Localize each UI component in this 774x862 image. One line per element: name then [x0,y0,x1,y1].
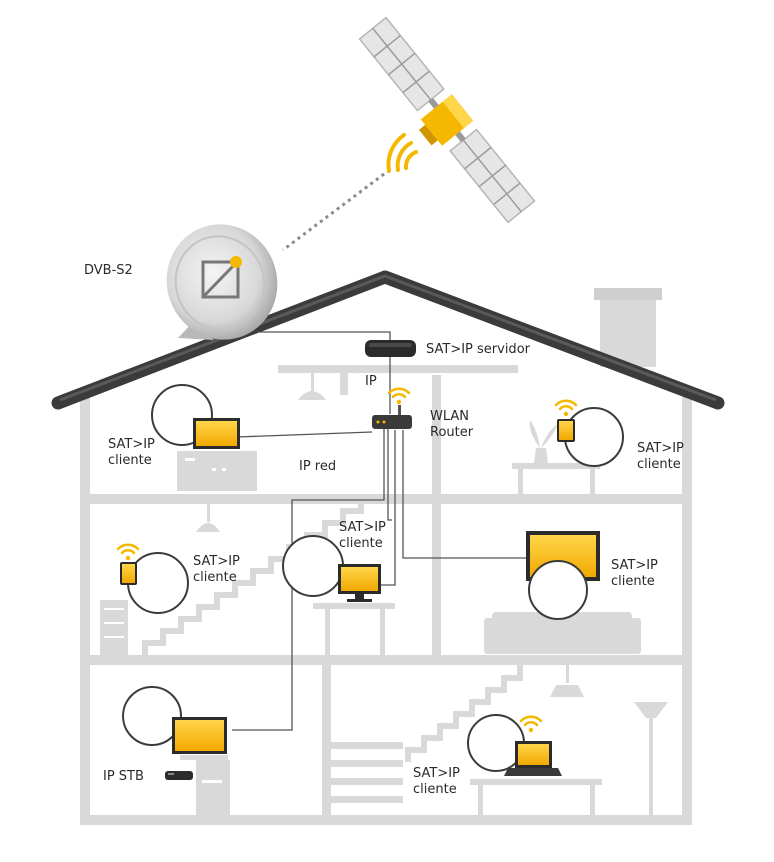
client-label-line2: cliente [108,453,152,468]
client-label-middle-left: SAT>IP cliente [193,554,240,586]
client-label-line1: SAT>IP [108,437,155,452]
ceiling-lamp-icon [298,373,326,400]
client-label-line1: SAT>IP [611,558,658,573]
ip-network-label: IP red [299,459,337,474]
wlan-label-line1: WLAN [430,409,470,424]
ip-label: IP [365,374,377,389]
house-structure [80,288,692,825]
wlan-router-label: WLAN Router [430,409,473,441]
client-label-line1: SAT>IP [637,441,684,456]
client-label-middle-right: SAT>IP cliente [611,558,658,590]
client-label-attic-right: SAT>IP cliente [637,441,684,473]
satellite-dish-icon [166,224,278,340]
client-attic-left [151,384,240,449]
wifi-icon [116,543,140,562]
furniture [100,420,641,815]
satellite-link-dotted [282,172,385,252]
floor-lamp-icon [634,702,668,815]
client-label-attic-left: SAT>IP cliente [108,437,155,469]
client-label-line2: cliente [611,574,655,589]
client-middle-center [282,535,381,602]
staircase-lower [331,665,523,803]
client-label-line2: cliente [339,536,383,551]
set-top-box-icon [165,771,193,780]
client-bottom-left [122,686,227,754]
satellite-icon [358,16,536,224]
wifi-icon [554,399,578,418]
client-attic-right [557,407,624,467]
client-label-line2: cliente [413,782,457,797]
sat-ip-server-icon [365,340,416,357]
client-label-middle-center: SAT>IP cliente [339,520,386,552]
client-label-line2: cliente [193,570,237,585]
client-middle-left [120,552,189,614]
satellite-signal-icon [386,133,418,173]
wifi-icon [387,387,411,406]
sat-ip-server-label: SAT>IP servidor [426,342,530,357]
ip-stb-label: IP STB [103,769,144,784]
client-middle-right [526,531,600,620]
client-label-line2: cliente [637,457,681,472]
wifi-icon [519,715,543,734]
wlan-label-line2: Router [430,425,474,440]
client-label-line1: SAT>IP [339,520,386,535]
staircase-upper [142,504,364,655]
network-cables [232,331,526,731]
client-label-line1: SAT>IP [193,554,240,569]
client-label-line1: SAT>IP [413,766,460,781]
ceiling-lamp-icon [550,665,584,697]
client-label-bottom-right: SAT>IP cliente [413,766,460,798]
client-bottom-right [467,714,562,776]
ceiling-lamp-icon [196,504,220,532]
dvb-s2-label: DVB-S2 [84,263,133,278]
wlan-router-icon [372,405,412,429]
